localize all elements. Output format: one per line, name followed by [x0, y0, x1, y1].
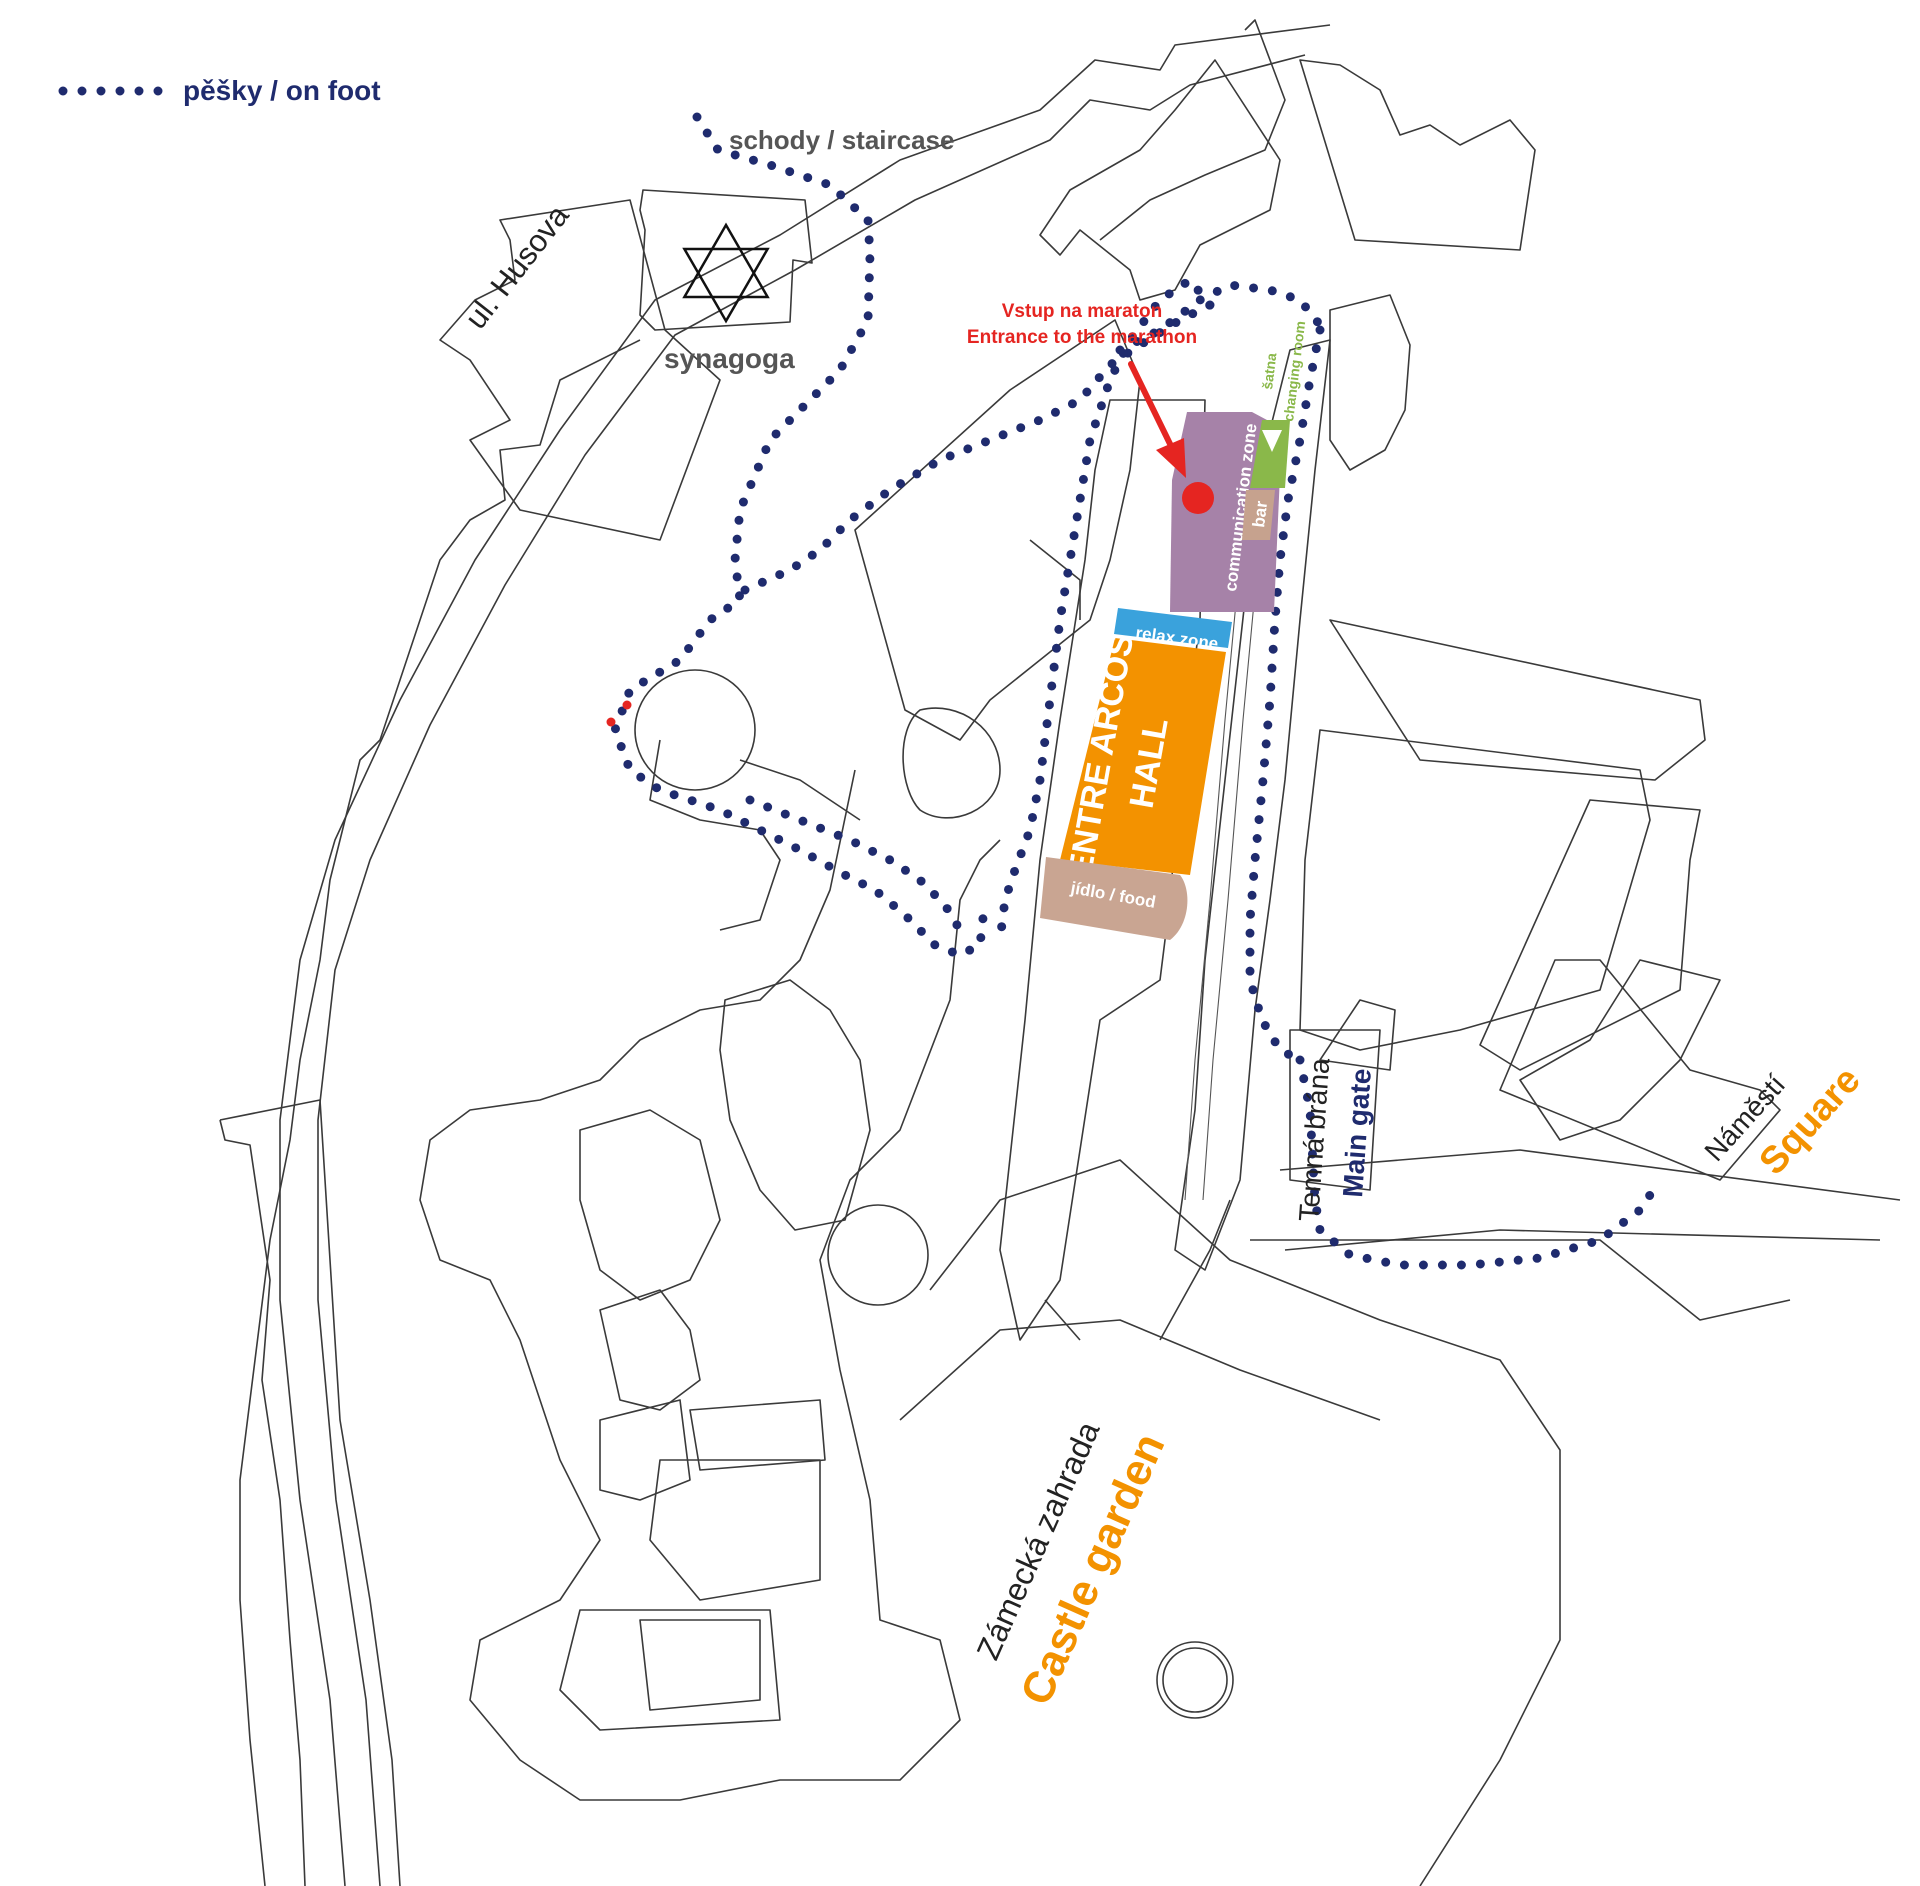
route-loop-upper — [740, 300, 1215, 595]
changing-room-arrow-icon — [1262, 430, 1282, 452]
route-loop-west — [995, 273, 1215, 945]
relax-zone — [1114, 608, 1232, 648]
route-courtyard — [745, 795, 965, 935]
entrance-arrow-head — [1156, 438, 1186, 478]
entre-arcos-hall — [1060, 638, 1226, 875]
marathon-zones: communication zone bar relax zone ENTRE … — [1040, 361, 1290, 940]
changing-room — [1250, 420, 1290, 488]
route-from-staircase — [610, 112, 990, 960]
synagogue-label: synagoga — [664, 343, 795, 374]
route-red-mark-1 — [606, 717, 616, 727]
staircase-label: schody / staircase — [729, 125, 954, 155]
route-main-gate — [1245, 325, 1325, 1065]
route-to-square — [1295, 1055, 1665, 1270]
entrance-arrow-shaft — [1128, 361, 1175, 451]
bar-label: bar — [1249, 500, 1271, 529]
communication-zone — [1170, 412, 1282, 612]
gate-label-cz: Temná brána — [1293, 1057, 1335, 1223]
legend: pěšky / on foot — [58, 75, 381, 106]
bar — [1242, 490, 1275, 540]
food-area — [1040, 857, 1188, 940]
entrance-label-en: Entrance to the marathon — [967, 327, 1197, 348]
changing-label-cz: šatna — [1259, 352, 1279, 390]
street-label: ul. Husova — [458, 198, 576, 336]
walking-route — [606, 112, 1665, 1270]
synagogue-star-icon — [682, 222, 770, 324]
entrance-point — [1182, 482, 1214, 514]
route-red-mark-2 — [622, 700, 632, 710]
legend-route-label: pěšky / on foot — [183, 75, 381, 106]
entrance-label-cz: Vstup na maraton — [1002, 301, 1162, 322]
